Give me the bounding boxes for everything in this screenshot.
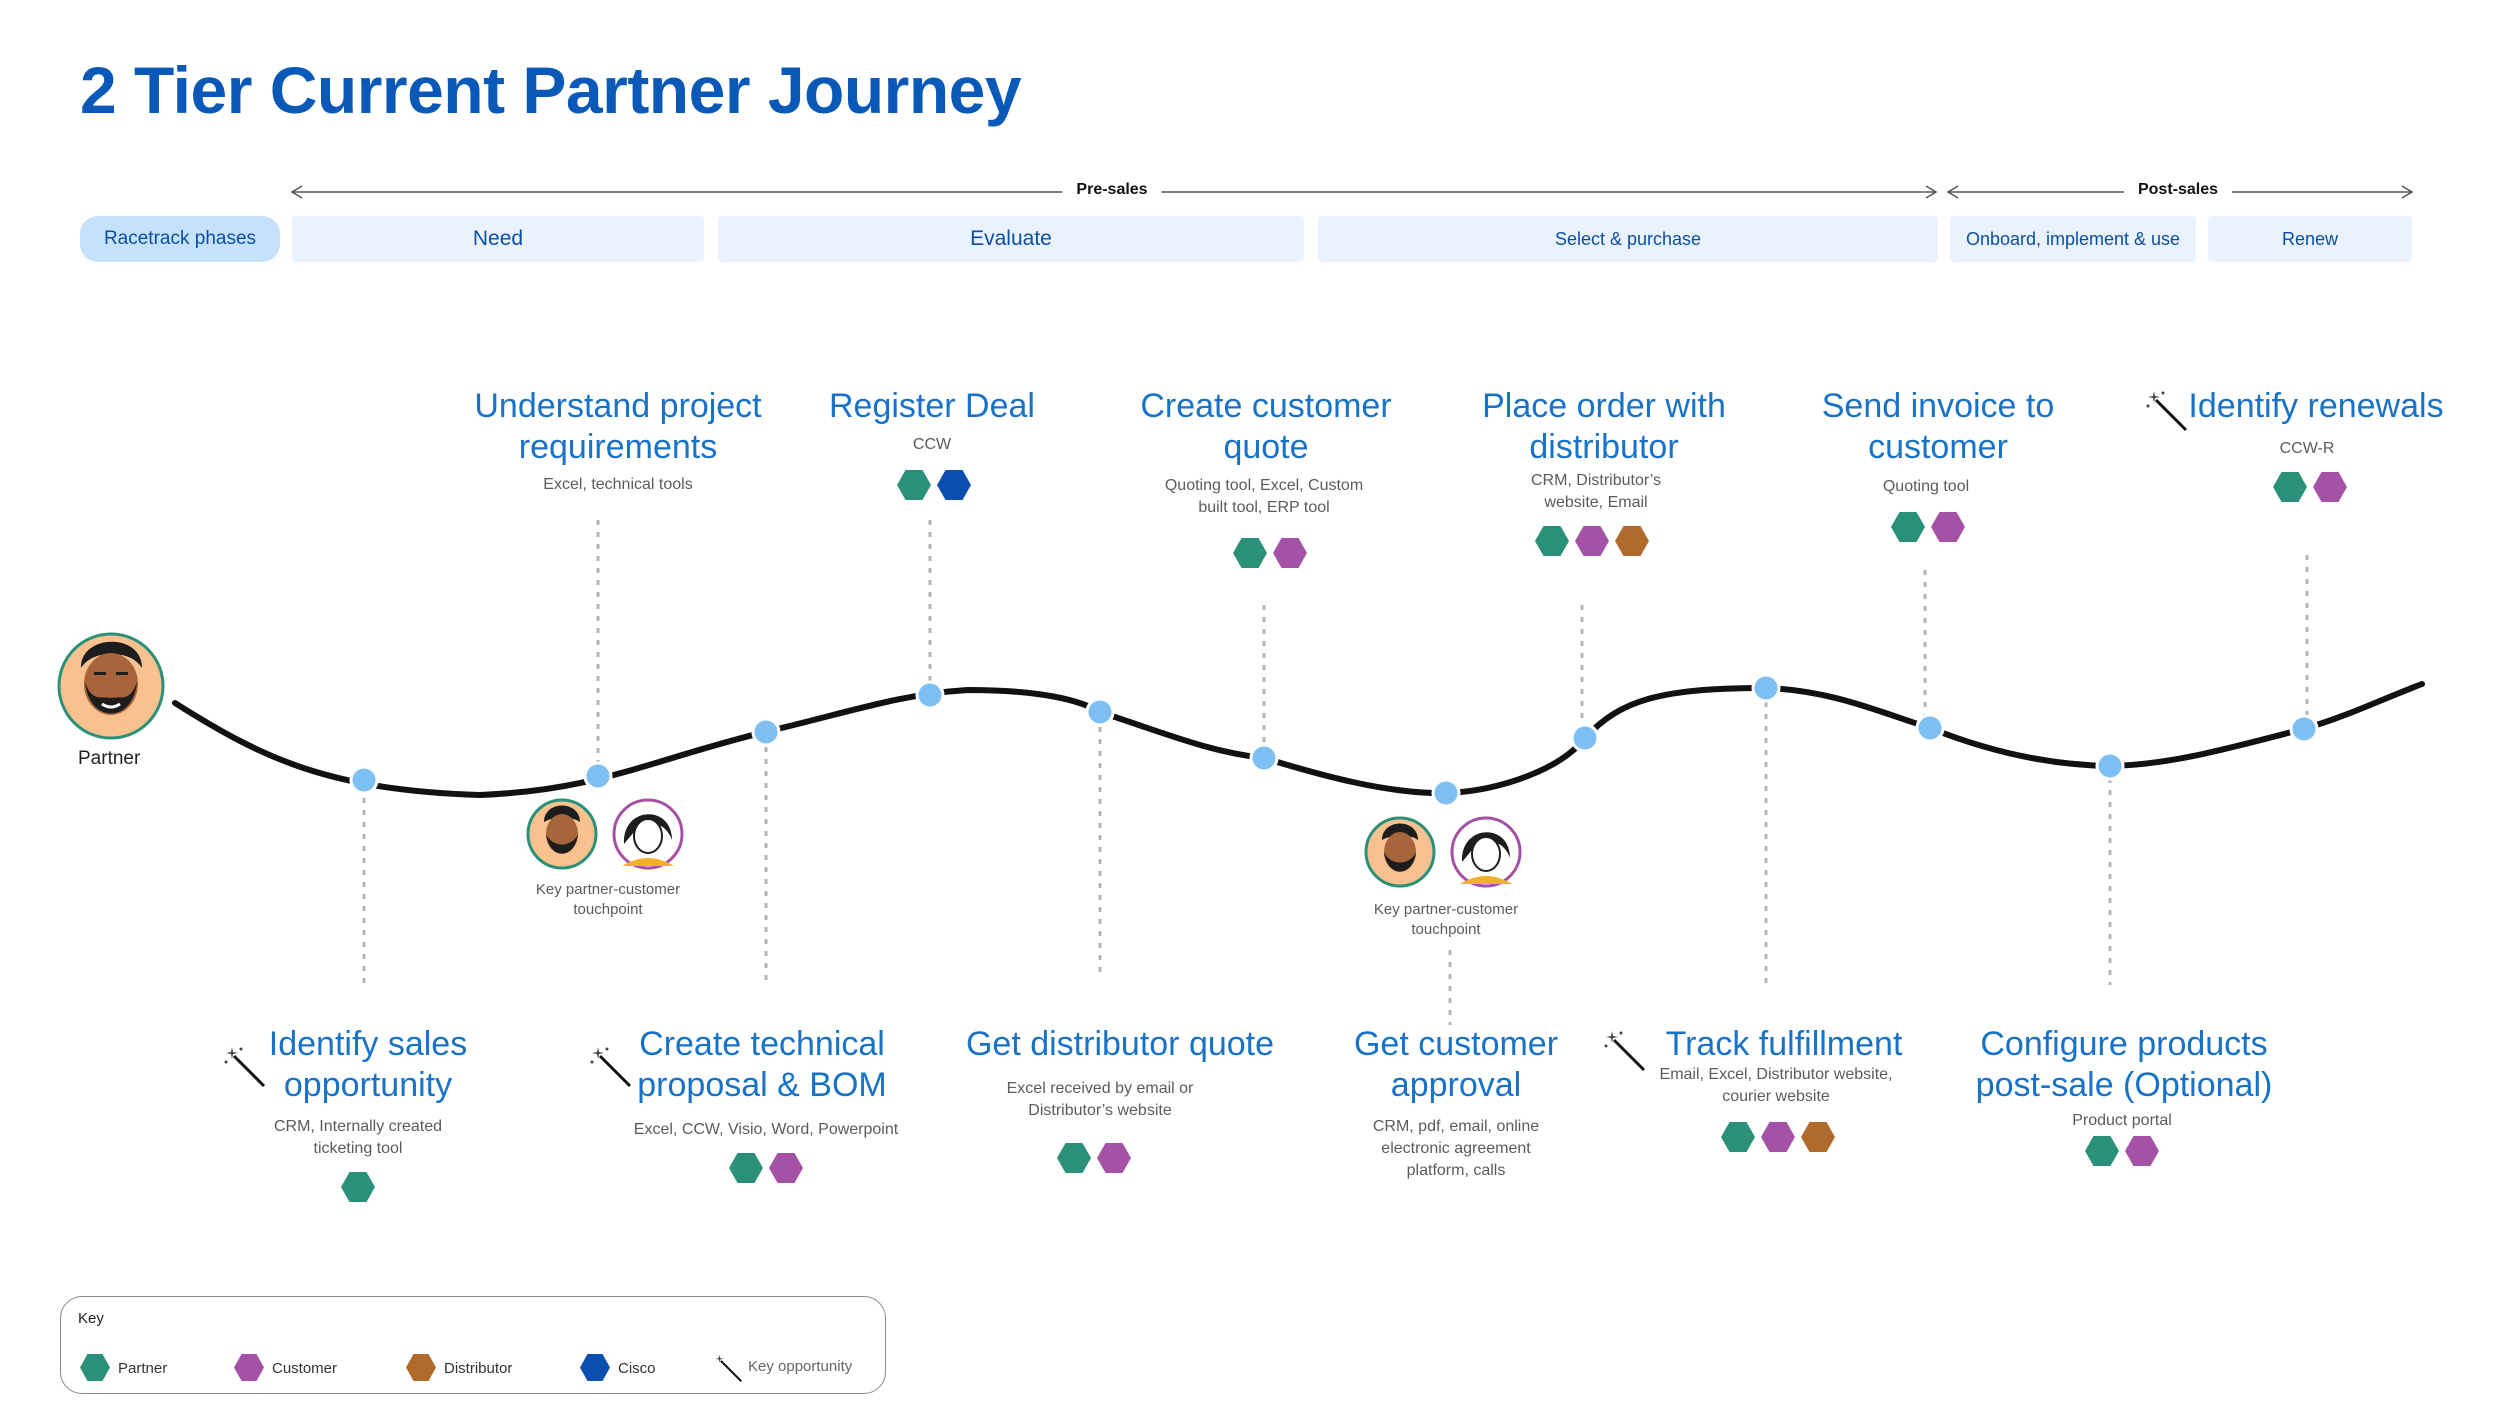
partner-hex-icon [2273,472,2307,502]
step-understand-requirements-title: Understand project requirements [474,387,762,466]
phase-select-purchase: Select & purchase [1318,216,1938,262]
legend-customer-hex-icon [234,1354,264,1381]
step-place-order-tools: CRM, Distributor’s website, Email [1530,472,1662,511]
step-configure-products-tools: Product portal [2072,1112,2172,1129]
step-customer-approval-title: Get customer approval [1353,1025,1559,1104]
step-technical-proposal-stakeholders [729,1153,803,1183]
key-opportunity-wand-icon [1604,1031,1646,1072]
partner-avatar [57,632,165,740]
key-opportunity-wand-icon [224,1047,266,1088]
step-customer-approval-tools: CRM, pdf, email, online electronic agree… [1372,1118,1540,1179]
step-identify-renewals-stakeholders [2273,472,2347,502]
step-create-quote-tools: Quoting tool, Excel, Custom built tool, … [1164,477,1364,516]
journey-nodes [349,673,2319,808]
step-distributor-quote-tools: Excel received by email or Distributor’s… [1006,1080,1194,1119]
step-distributor-quote-title: Get distributor quote [965,1025,1275,1063]
phase-renew: Renew [2208,216,2412,262]
step-track-fulfillment-stakeholders [1721,1122,1835,1152]
customer-hex-icon [1931,512,1965,542]
partner-hex-icon [341,1172,375,1202]
key-opportunity-wand-icon [2146,391,2188,432]
distributor-hex-icon [1615,526,1649,556]
customer-hex-icon [1575,526,1609,556]
phase-racetrack: Racetrack phases [80,216,280,262]
step-understand-requirements-tools: Excel, technical tools [543,476,693,493]
key-opportunity-wand-icon [590,1047,632,1088]
partner-hex-icon [1535,526,1569,556]
connector-lines [362,520,2309,1025]
step-register-deal-tools: CCW [912,436,952,453]
customer-hex-icon [2313,472,2347,502]
legend-opportunity-label: Key opportunity [748,1358,853,1375]
partner-hex-icon [1891,512,1925,542]
post-sales-label: Post-sales [2123,181,2233,199]
step-register-deal-stakeholders [897,470,971,500]
touchpoint-label-2: Key partner-customer touchpoint [1373,901,1519,938]
legend-wand-icon [715,1354,742,1382]
step-track-fulfillment-tools: Email, Excel, Distributor website, couri… [1659,1066,1893,1105]
step-identify-renewals-tools: CCW-R [2279,440,2335,457]
partner-hex-icon [897,470,931,500]
partner-hex-icon [729,1153,763,1183]
legend-distributor-hex-icon [406,1354,436,1381]
step-technical-proposal-title: Create technical proposal & BOM [637,1025,887,1104]
partner-hex-icon [1721,1122,1755,1152]
step-send-invoice-title: Send invoice to customer [1821,387,2055,466]
step-identify-sales-stakeholders [341,1172,375,1202]
step-register-deal-title: Register Deal [829,387,1035,425]
legend-partner-hex-icon [80,1354,110,1381]
phase-evaluate: Evaluate [718,216,1304,262]
page-title: 2 Tier Current Partner Journey [80,53,1022,127]
phase-need: Need [292,216,704,262]
step-create-quote-title: Create customer quote [1140,387,1392,466]
legend-cisco-label: Cisco [618,1360,656,1377]
step-track-fulfillment-title: Track fulfillment [1665,1025,1903,1063]
partner-label: Partner [78,748,141,769]
step-place-order-stakeholders [1535,526,1649,556]
distributor-hex-icon [1801,1122,1835,1152]
step-technical-proposal-tools: Excel, CCW, Visio, Word, Powerpoint [633,1121,899,1138]
customer-hex-icon [1761,1122,1795,1152]
pre-sales-label: Pre-sales [1062,181,1162,199]
partner-hex-icon [1057,1143,1091,1173]
legend-customer-label: Customer [272,1360,338,1377]
legend-partner-label: Partner [118,1360,168,1377]
phase-onboard: Onboard, implement & use [1950,216,2196,262]
legend-distributor-label: Distributor [444,1360,513,1377]
step-configure-products-title: Configure products post-sale (Optional) [1975,1025,2273,1104]
partner-hex-icon [1233,538,1267,568]
legend-cisco-hex-icon [580,1354,610,1381]
legend-box [60,1296,886,1394]
partner-hex-icon [2085,1136,2119,1166]
cisco-hex-icon [937,470,971,500]
step-distributor-quote-stakeholders [1057,1143,1131,1173]
step-send-invoice-tools: Quoting tool [1882,478,1970,495]
customer-hex-icon [1097,1143,1131,1173]
step-identify-sales-title: Identify sales opportunity [268,1025,468,1104]
customer-hex-icon [2125,1136,2159,1166]
touchpoint-avatars-1 [526,798,684,870]
legend-title: Key [78,1310,104,1327]
touchpoint-avatars-2 [1364,816,1522,888]
step-create-quote-stakeholders [1233,538,1307,568]
customer-hex-icon [769,1153,803,1183]
step-send-invoice-stakeholders [1891,512,1965,542]
step-place-order-title: Place order with distributor [1482,387,1726,466]
customer-hex-icon [1273,538,1307,568]
touchpoint-label-1: Key partner-customer touchpoint [535,881,681,918]
step-identify-renewals-title: Identify renewals [2188,387,2444,425]
step-configure-products-stakeholders [2085,1136,2159,1166]
step-identify-sales-tools: CRM, Internally created ticketing tool [273,1118,443,1157]
